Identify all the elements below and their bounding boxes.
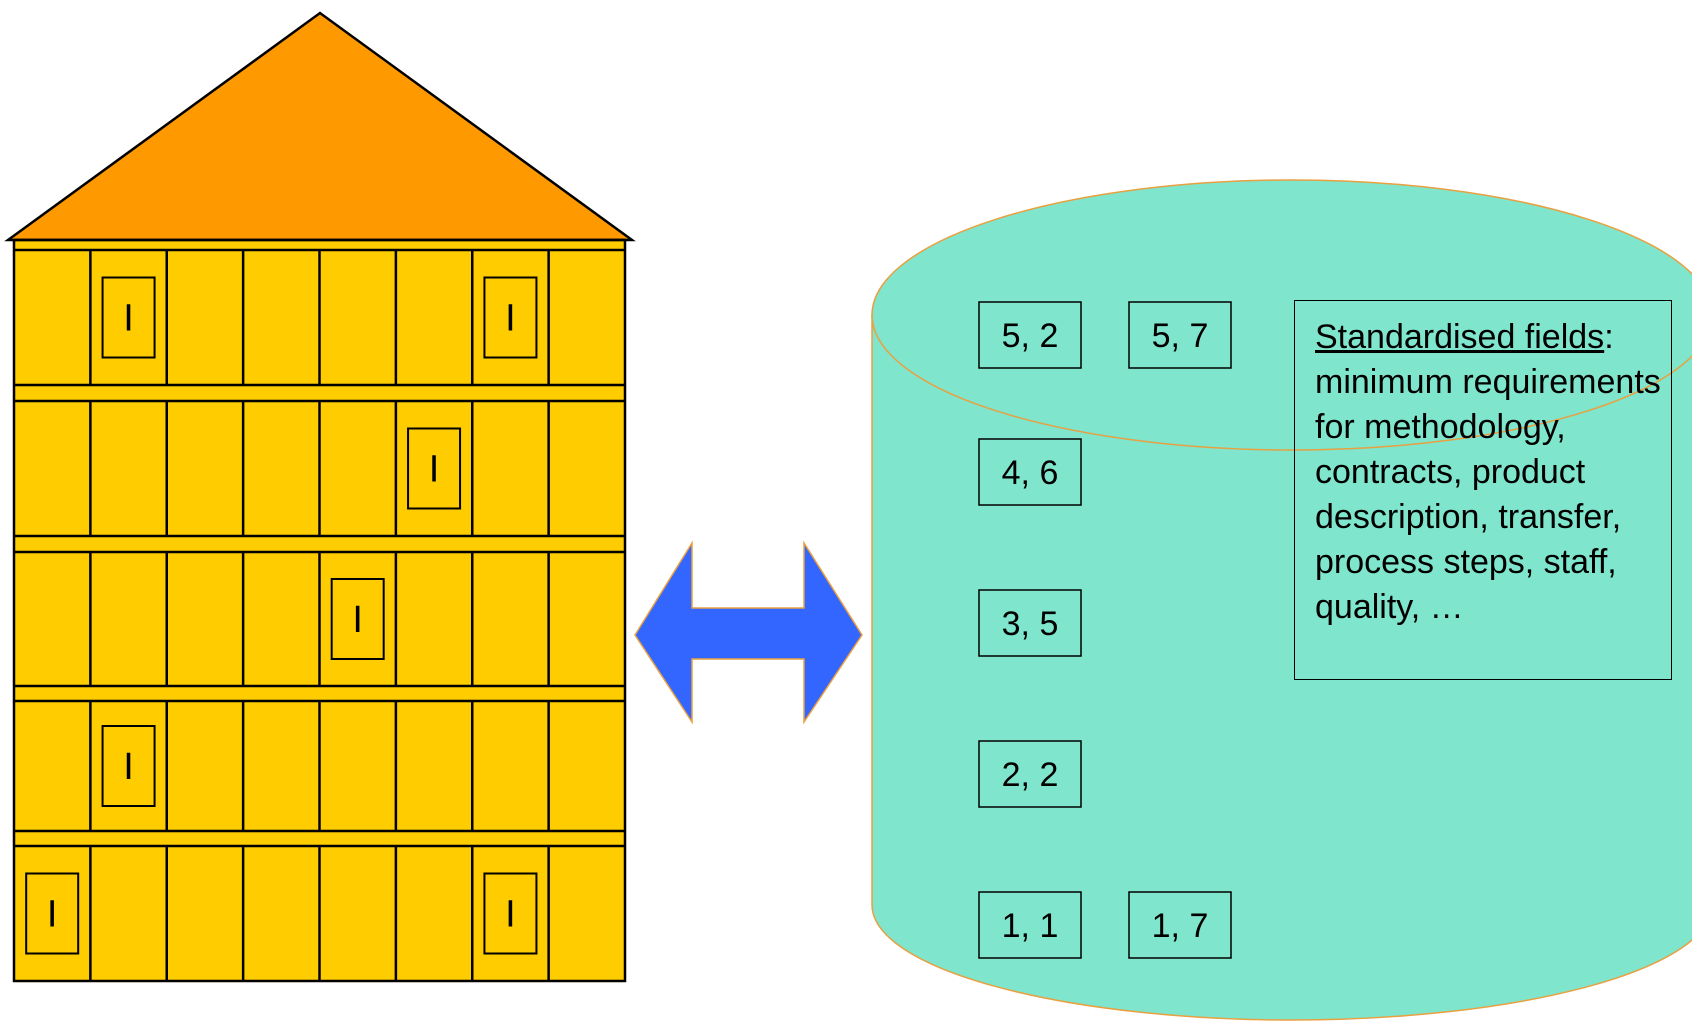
marker-box [101,725,156,807]
marker-label: I [429,449,440,491]
database-cell: 5, 2 [978,301,1082,369]
cell-box [978,438,1082,506]
cell-label: 2, 2 [1002,756,1059,794]
database-cell: 3, 5 [978,589,1082,657]
marker-box [101,276,156,359]
marker-label: I [123,746,134,788]
building-markers: I I I I I I I [25,276,538,955]
cell-box [978,589,1082,657]
cylinder-top [871,179,1692,451]
marker-label: I [123,298,134,340]
marker-label: I [505,298,516,340]
cell-label: 3, 5 [1002,605,1059,643]
marker-box [483,872,538,955]
building-marker: I [483,276,538,359]
cell-box [1128,301,1232,369]
building-marker: I [407,427,462,510]
database-cell: 2, 2 [978,740,1082,808]
cell-box [978,891,1082,959]
marker-box [330,578,385,660]
marker-label: I [47,894,58,936]
cell-label: 5, 7 [1152,317,1209,355]
building-marker: I [101,276,156,359]
building-marker: I [101,725,156,807]
cell-label: 4, 6 [1002,454,1059,492]
cell-label: 1, 7 [1152,907,1209,945]
database-cell: 4, 6 [978,438,1082,506]
marker-box [483,276,538,359]
cell-box [978,740,1082,808]
cylinder-body [871,314,1692,1021]
building-grid [14,238,625,981]
cell-box [978,301,1082,369]
standardised-fields-box: Standardised fields: minimum requirement… [1294,300,1672,680]
info-heading: Standardised fields [1315,318,1605,356]
building-marker: I [483,872,538,955]
marker-label: I [352,599,363,641]
marker-label: I [505,894,516,936]
marker-box [25,872,80,955]
marker-box [407,427,462,510]
cell-label: 1, 1 [1002,907,1059,945]
building-marker: I [330,578,385,660]
database-cell: 5, 7 [1128,301,1232,369]
cell-box [1128,891,1232,959]
info-heading-suffix: : [1604,318,1614,356]
database-cylinder [871,179,1692,1021]
database-cells: 5, 2 5, 7 4, 6 3, 5 2, 2 1, 1 1, 7 [978,301,1232,959]
building-roof [4,11,636,242]
double-arrow [634,540,863,725]
building-marker: I [25,872,80,955]
cell-label: 5, 2 [1002,317,1059,355]
database-cell: 1, 7 [1128,891,1232,959]
building: I I I I I I I [4,11,636,983]
info-body: minimum requirements for methodology, co… [1315,363,1661,626]
database-cell: 1, 1 [978,891,1082,959]
